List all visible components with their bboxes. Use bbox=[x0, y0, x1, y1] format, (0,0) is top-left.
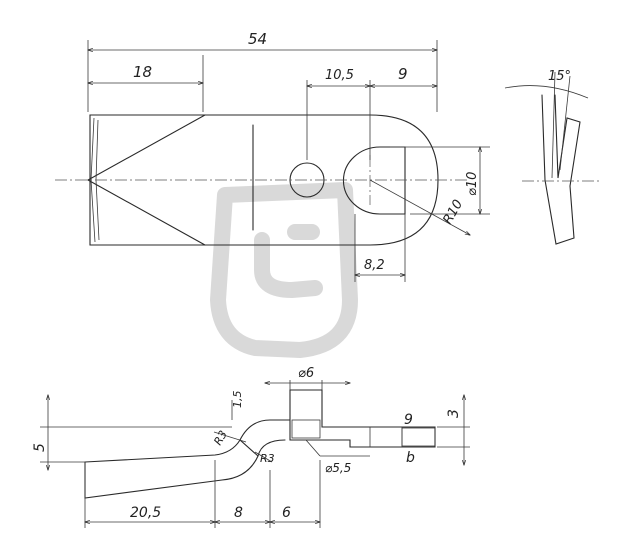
dim-slot-height: ⌀10 bbox=[465, 172, 480, 196]
dim-thickness: 3 bbox=[446, 409, 462, 418]
dim-overall-length: 54 bbox=[248, 30, 267, 48]
leader-r10 bbox=[369, 179, 470, 235]
top-view: 54 18 10,5 9 ⌀10 R10 8,2 bbox=[55, 30, 490, 282]
section-flange-end-hatch bbox=[401, 427, 436, 447]
section-view: 5 ⌀6 1,5 3 9 b R3 R3 ⌀5,5 20,5 bbox=[32, 366, 470, 528]
watermark-logo bbox=[210, 182, 358, 358]
dim-end-radius: R10 bbox=[440, 197, 466, 227]
dim-hole-offset: 6 bbox=[282, 505, 291, 521]
top-view-tip-chamfer bbox=[86, 114, 206, 246]
angle-arc bbox=[504, 85, 589, 99]
dim-counterbore: ⌀5,5 bbox=[325, 461, 351, 475]
dim-bend-offset: 8 bbox=[234, 505, 243, 521]
section-bend bbox=[239, 419, 286, 457]
dim-height: 5 bbox=[32, 443, 48, 452]
dim-slot-radius-length: 9 bbox=[398, 65, 408, 83]
section-blade bbox=[84, 439, 259, 499]
dim-tip-length: 18 bbox=[133, 63, 152, 81]
side-view-profile bbox=[541, 94, 581, 245]
dim-angle: 15° bbox=[548, 69, 571, 84]
dim-slot-width: 8,2 bbox=[364, 258, 385, 273]
dim-blade-length: 20,5 bbox=[130, 505, 161, 521]
side-view: 15° bbox=[504, 69, 600, 245]
dim-outer-radius: R3 bbox=[260, 452, 275, 465]
dim-inner-radius: R3 bbox=[211, 428, 230, 447]
section-counterbore-hatch bbox=[291, 419, 321, 439]
dim-slot-offset: 10,5 bbox=[325, 68, 354, 83]
hatch-label-bottom: b bbox=[406, 450, 415, 466]
dim-hole-diameter: ⌀6 bbox=[298, 366, 314, 381]
top-view-slot bbox=[342, 146, 406, 215]
hatch-label-top: 9 bbox=[404, 412, 413, 428]
section-flange bbox=[289, 389, 436, 448]
dim-top-step: 1,5 bbox=[231, 391, 244, 409]
